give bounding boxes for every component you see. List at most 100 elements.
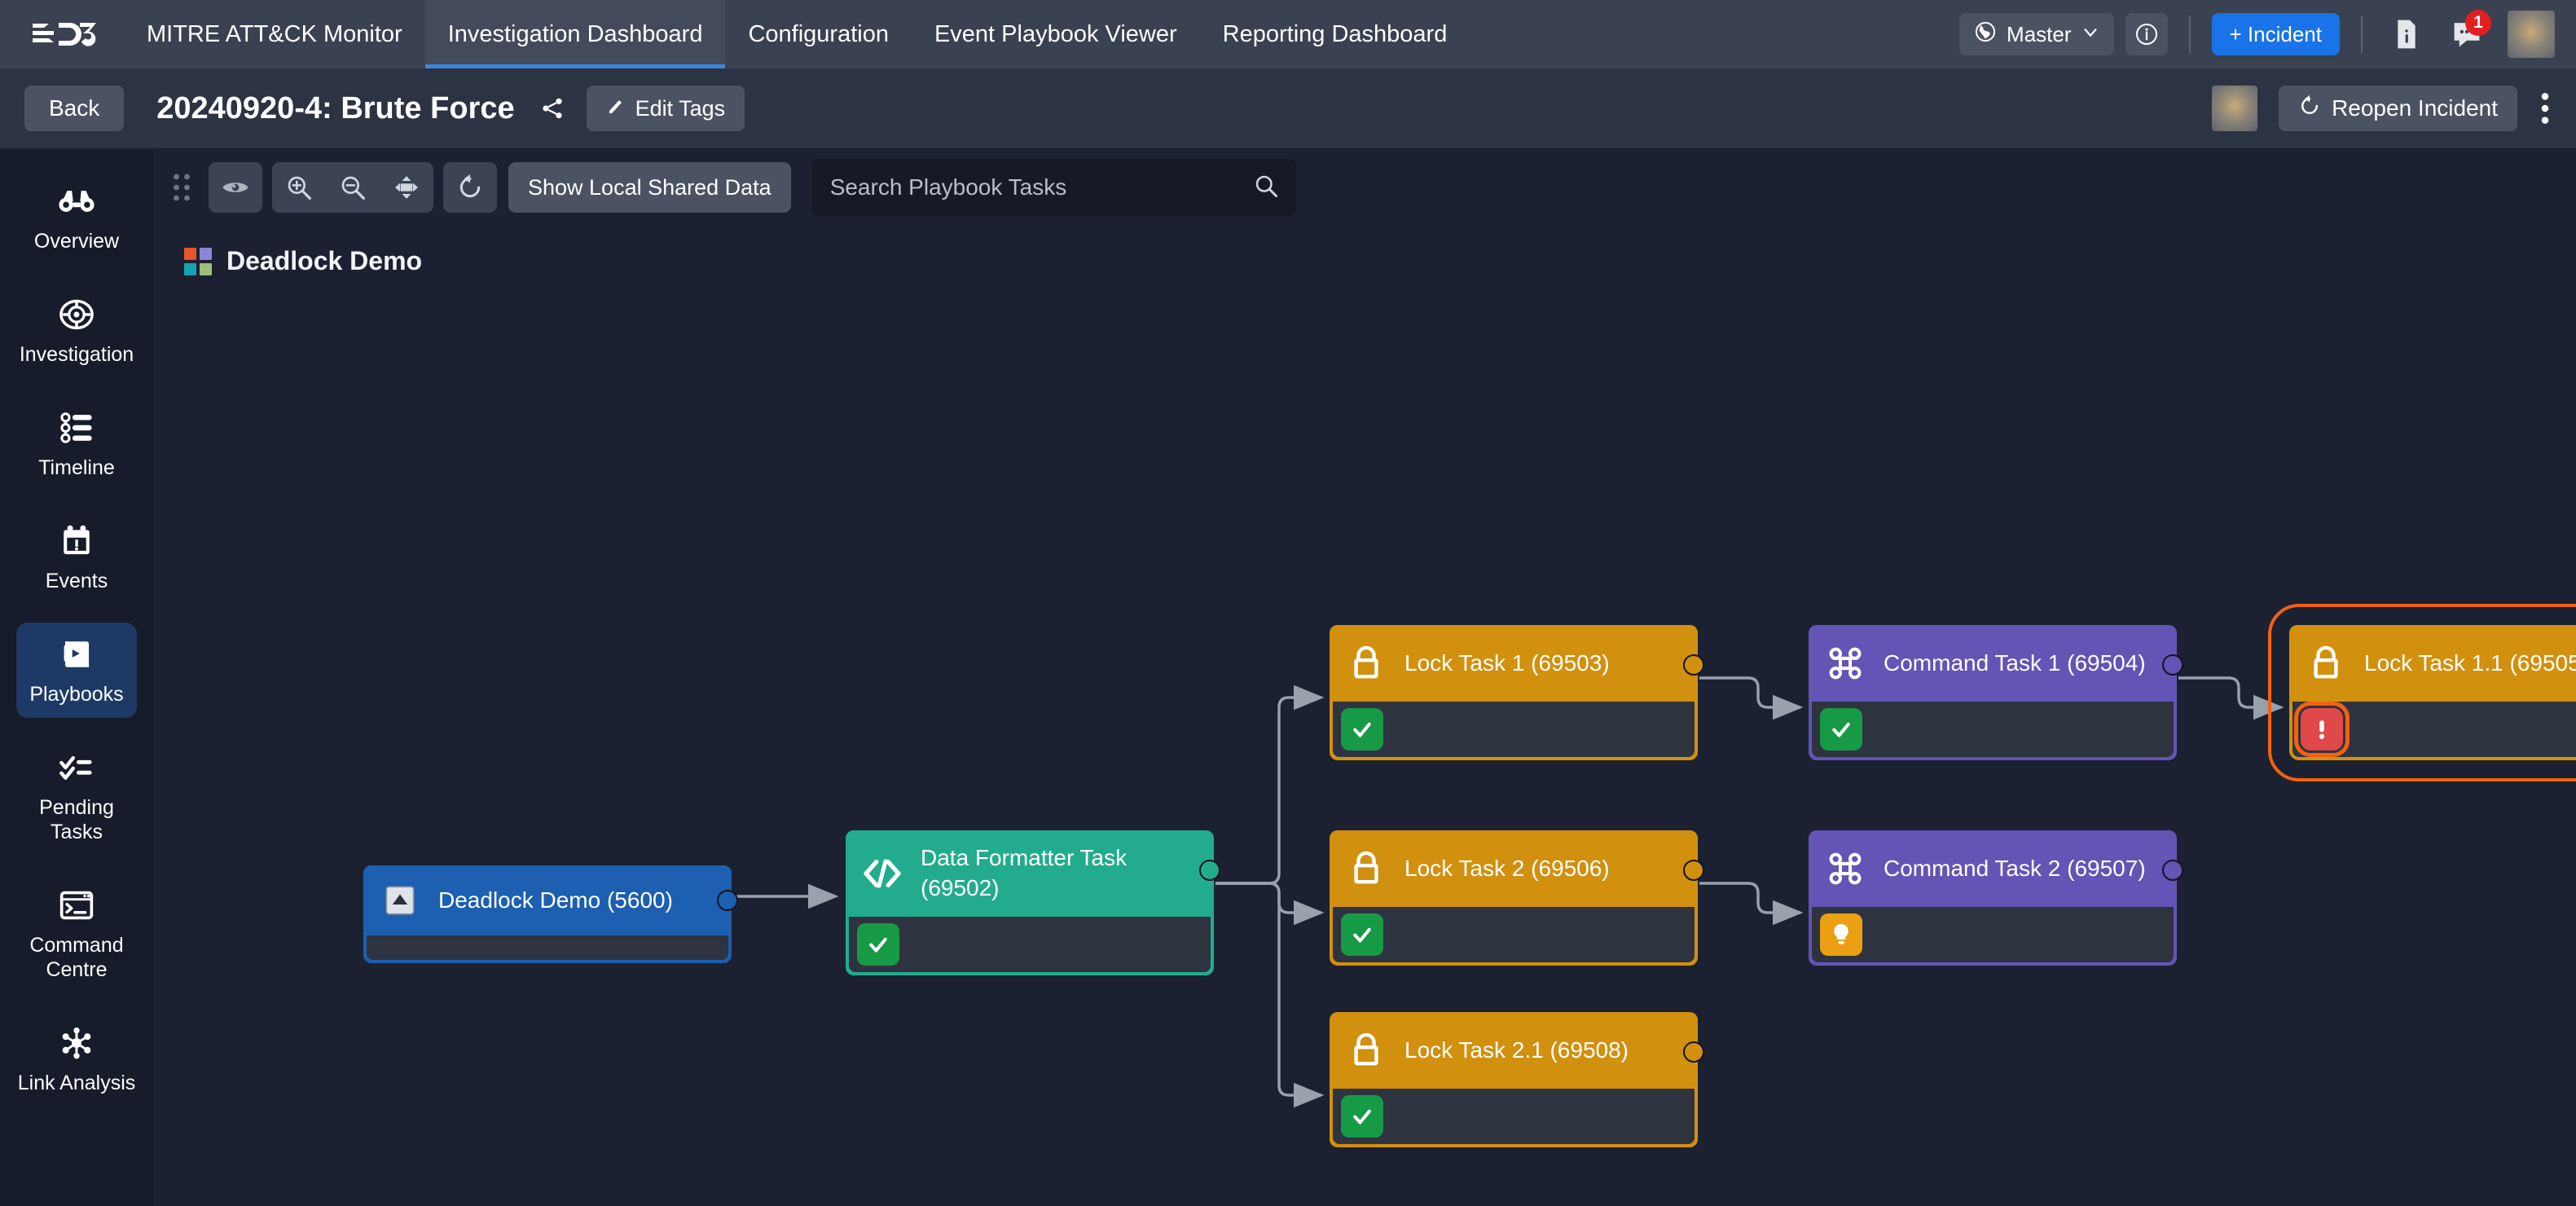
node-footer	[2292, 702, 2576, 757]
left-sidebar: Overview Investigation Timeline	[0, 148, 153, 1206]
terminal-icon	[58, 887, 95, 924]
search-input[interactable]	[829, 174, 1254, 200]
lock-icon	[1344, 847, 1388, 891]
code-brackets-icon	[860, 852, 904, 896]
refresh-toolgroup	[443, 162, 497, 213]
show-local-shared-data-label: Show Local Shared Data	[528, 174, 771, 200]
create-incident-button[interactable]: + Incident	[2211, 13, 2340, 55]
status-badge-success	[1341, 708, 1383, 750]
sidebar-item-label: Playbooks	[29, 683, 124, 706]
sidebar-item-label: Timeline	[38, 456, 115, 479]
node-footer	[1333, 1089, 1695, 1144]
node-deadlock-demo-5600[interactable]: Deadlock Demo (5600)	[363, 865, 738, 963]
zoom-out-icon[interactable]	[326, 162, 380, 213]
sidebar-item-command-centre[interactable]: Command Centre	[16, 874, 137, 993]
node-output-port[interactable]	[1199, 860, 1220, 881]
owner-avatar[interactable]	[2212, 86, 2258, 131]
chat-bubble-icon[interactable]: 1	[2444, 10, 2491, 57]
status-badge-pending	[1820, 913, 1862, 956]
incident-subheader: Back 20240920-4: Brute Force Edit Tags R…	[0, 68, 2576, 148]
node-footer	[367, 935, 728, 960]
node-footer	[1333, 907, 1695, 962]
sidebar-item-overview[interactable]: Overview	[16, 169, 137, 265]
node-output-port[interactable]	[2162, 654, 2183, 676]
node-footer	[1812, 702, 2174, 757]
command-icon	[1823, 847, 1867, 891]
reopen-incident-label: Reopen Incident	[2332, 95, 2498, 121]
sidebar-item-link-analysis[interactable]: Link Analysis	[16, 1011, 137, 1107]
node-lock-task-2-1-69508[interactable]: Lock Task 2.1 (69508)	[1330, 1012, 1704, 1147]
search-icon[interactable]	[1254, 174, 1278, 202]
playbook-icon	[58, 636, 95, 673]
top-header: MITRE ATT&CK Monitor Investigation Dashb…	[0, 0, 2576, 68]
node-title: Deadlock Demo (5600)	[438, 887, 673, 913]
sidebar-item-events[interactable]: Events	[16, 509, 137, 605]
playbook-title: Deadlock Demo	[226, 246, 423, 275]
node-output-port[interactable]	[1683, 1041, 1704, 1063]
tab-investigation-dashboard[interactable]: Investigation Dashboard	[424, 0, 726, 68]
sidebar-item-investigation[interactable]: Investigation	[16, 283, 137, 378]
search-playbook-tasks-box[interactable]	[811, 159, 1296, 216]
node-lock-task-1-69503[interactable]: Lock Task 1 (69503)	[1330, 625, 1704, 760]
timeline-icon	[58, 409, 95, 447]
user-avatar[interactable]	[2508, 11, 2555, 58]
status-badge-success	[1341, 1095, 1383, 1138]
back-button[interactable]: Back	[24, 86, 125, 131]
node-output-port[interactable]	[1683, 654, 1704, 676]
reopen-refresh-icon	[2298, 95, 2321, 123]
notification-count-badge: 1	[2465, 10, 2491, 36]
globe-icon	[1974, 20, 1997, 49]
sidebar-item-playbooks[interactable]: Playbooks	[16, 623, 137, 718]
tab-event-playbook-viewer[interactable]: Event Playbook Viewer	[912, 0, 1200, 68]
document-info-icon[interactable]	[2384, 11, 2429, 57]
share-icon[interactable]	[539, 95, 565, 121]
sidebar-item-pending-tasks[interactable]: Pending Tasks	[16, 736, 137, 856]
status-badge-success	[1341, 913, 1383, 956]
start-node-icon	[378, 878, 422, 922]
node-lock-task-2-69506[interactable]: Lock Task 2 (69506)	[1330, 830, 1704, 966]
edge-69504-69505	[2178, 676, 2284, 720]
site-selector[interactable]: Master	[1959, 13, 2114, 55]
edge-69503-69504	[1699, 676, 1804, 720]
show-local-shared-data-button[interactable]: Show Local Shared Data	[508, 162, 791, 213]
node-command-task-1-69504[interactable]: Command Task 1 (69504)	[1809, 625, 2183, 760]
node-data-formatter-task-69502[interactable]: Data Formatter Task (69502)	[846, 830, 1220, 975]
page-title: 20240920-4: Brute Force	[156, 90, 515, 125]
node-output-port[interactable]	[717, 890, 738, 911]
node-title: Command Task 2 (69507)	[1884, 855, 2146, 881]
refresh-icon[interactable]	[443, 162, 497, 213]
product-name-label: MITRE ATT&CK Monitor	[147, 20, 402, 47]
tab-label: Event Playbook Viewer	[934, 20, 1177, 47]
info-circle-icon[interactable]	[2125, 13, 2168, 55]
tab-label: Investigation Dashboard	[447, 20, 703, 47]
edit-tags-button[interactable]: Edit Tags	[586, 86, 745, 131]
sidebar-item-label: Investigation	[19, 343, 134, 366]
binoculars-icon	[58, 183, 95, 220]
main-nav-tabs: MITRE ATT&CK Monitor Investigation Dashb…	[124, 0, 1470, 68]
divider	[2188, 15, 2191, 53]
playbook-title-row: Deadlock Demo	[184, 246, 422, 276]
tab-configuration[interactable]: Configuration	[725, 0, 912, 68]
node-footer	[849, 916, 1211, 972]
node-footer	[1333, 702, 1695, 757]
d3-logo-icon[interactable]	[29, 18, 101, 51]
node-lock-task-1-1-69505[interactable]: Lock Task 1.1 (69505)	[2268, 604, 2576, 781]
kebab-menu-icon[interactable]	[2540, 92, 2550, 125]
node-title: Data Formatter Task (69502)	[921, 845, 1128, 900]
node-output-port[interactable]	[1683, 860, 1704, 881]
sidebar-item-timeline[interactable]: Timeline	[16, 396, 137, 491]
fit-to-screen-icon[interactable]	[380, 162, 433, 213]
node-footer	[1812, 907, 2174, 962]
zoom-in-icon[interactable]	[272, 162, 326, 213]
nav-product-name[interactable]: MITRE ATT&CK Monitor	[124, 0, 425, 68]
network-nodes-icon	[58, 1024, 95, 1062]
tab-reporting-dashboard[interactable]: Reporting Dashboard	[1200, 0, 1470, 68]
node-command-task-2-69507[interactable]: Command Task 2 (69507)	[1809, 830, 2183, 966]
node-title: Lock Task 1 (69503)	[1404, 649, 1610, 676]
node-output-port[interactable]	[2162, 860, 2183, 881]
status-badge-success	[857, 922, 899, 966]
status-badge-success	[1820, 708, 1862, 750]
eye-icon[interactable]	[209, 162, 262, 213]
reopen-incident-button[interactable]: Reopen Incident	[2279, 86, 2517, 131]
drag-dots-icon[interactable]	[165, 167, 199, 208]
